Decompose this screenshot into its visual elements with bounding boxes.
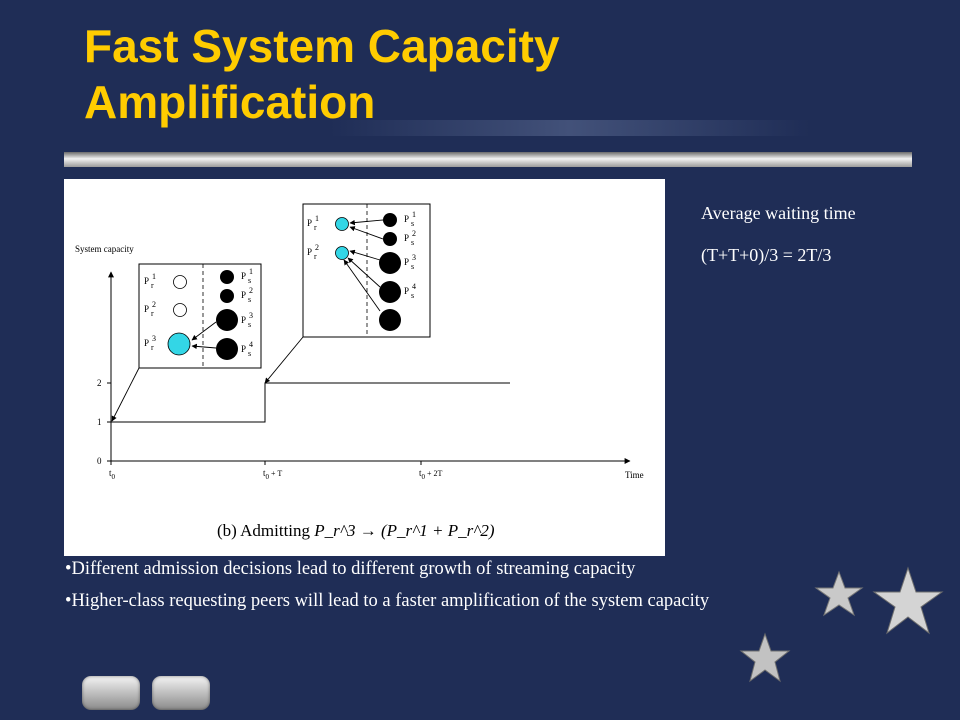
caption-formula: P_r^3 → (P_r^1 + P_r^2) xyxy=(313,521,495,540)
prev-slide-button[interactable] xyxy=(82,676,140,710)
bullet-item: •Different admission decisions lead to d… xyxy=(65,559,636,579)
transfer-arrow xyxy=(191,321,217,341)
transfer-arrow xyxy=(343,259,381,312)
y-tick-label: 0 xyxy=(97,456,102,466)
next-slide-button[interactable] xyxy=(152,676,210,710)
transfer-arrow xyxy=(349,219,384,226)
supplying-peer-1 xyxy=(383,213,397,227)
title-line-1: Fast System Capacity xyxy=(84,20,560,72)
waiting-time-formula: (T+T+0)/3 = 2T/3 xyxy=(701,245,832,265)
waiting-peer-2 xyxy=(173,303,187,317)
supplying-peer-2 xyxy=(220,289,234,303)
admitted-peer-1 xyxy=(335,217,349,231)
bullet-item: •Higher-class requesting peers will lead… xyxy=(65,591,710,611)
inset-left-frame xyxy=(138,263,262,369)
capacity-figure: System capacity Time 0 1 2 t0 t0 + T t0 + 2T… xyxy=(64,179,665,556)
waiting-peer-1 xyxy=(173,275,187,289)
transfer-arrow xyxy=(347,257,381,288)
y-axis-label: System capacity xyxy=(75,244,134,254)
star-icon xyxy=(872,566,944,635)
supplying-peer-3 xyxy=(379,252,401,274)
title-shadow xyxy=(330,120,810,136)
capacity-step-line xyxy=(111,382,510,423)
bullet-list: •Different admission decisions lead to d… xyxy=(65,558,755,622)
x-tick-label: t0 + 2T xyxy=(419,468,443,481)
supplying-peer-3 xyxy=(216,309,238,331)
supplying-peer-1 xyxy=(220,270,234,284)
inset-right-frame xyxy=(302,203,431,338)
title-line-2: Amplification xyxy=(84,76,376,128)
waiting-time-label: Average waiting time xyxy=(701,203,856,223)
slide-title: Fast System Capacity Amplification xyxy=(84,18,560,130)
capacity-diagram: System capacity Time 0 1 2 t0 t0 + T t0 + 2T… xyxy=(75,203,644,540)
zoom-line xyxy=(111,367,140,422)
caption-prefix: (b) Admitting xyxy=(217,521,314,540)
zoom-line xyxy=(264,336,304,384)
supplying-peer-4 xyxy=(216,338,238,360)
supplying-peer-4 xyxy=(379,281,401,303)
admitted-peer-2 xyxy=(335,246,349,260)
title-divider xyxy=(64,152,912,167)
y-tick-label: 1 xyxy=(97,417,102,427)
y-tick-label: 2 xyxy=(97,378,102,388)
star-icon xyxy=(739,632,791,683)
figure-caption: (b) Admitting P_r^3 → (P_r^1 + P_r^2) xyxy=(217,521,495,540)
supplying-peer-2 xyxy=(383,232,397,246)
x-ticks: t0 t0 + T t0 + 2T xyxy=(109,461,443,481)
y-ticks: 0 1 2 xyxy=(97,378,111,466)
x-tick-label: t0 xyxy=(109,468,116,481)
transfer-arrow xyxy=(349,226,384,240)
x-axis-label: Time xyxy=(625,470,644,480)
star-icon xyxy=(814,570,864,617)
transfer-arrow xyxy=(349,249,381,261)
x-tick-label: t0 + T xyxy=(263,468,282,481)
admitted-peer-3 xyxy=(167,332,191,356)
supplying-peer-5 xyxy=(379,309,401,331)
transfer-arrow xyxy=(191,343,217,350)
